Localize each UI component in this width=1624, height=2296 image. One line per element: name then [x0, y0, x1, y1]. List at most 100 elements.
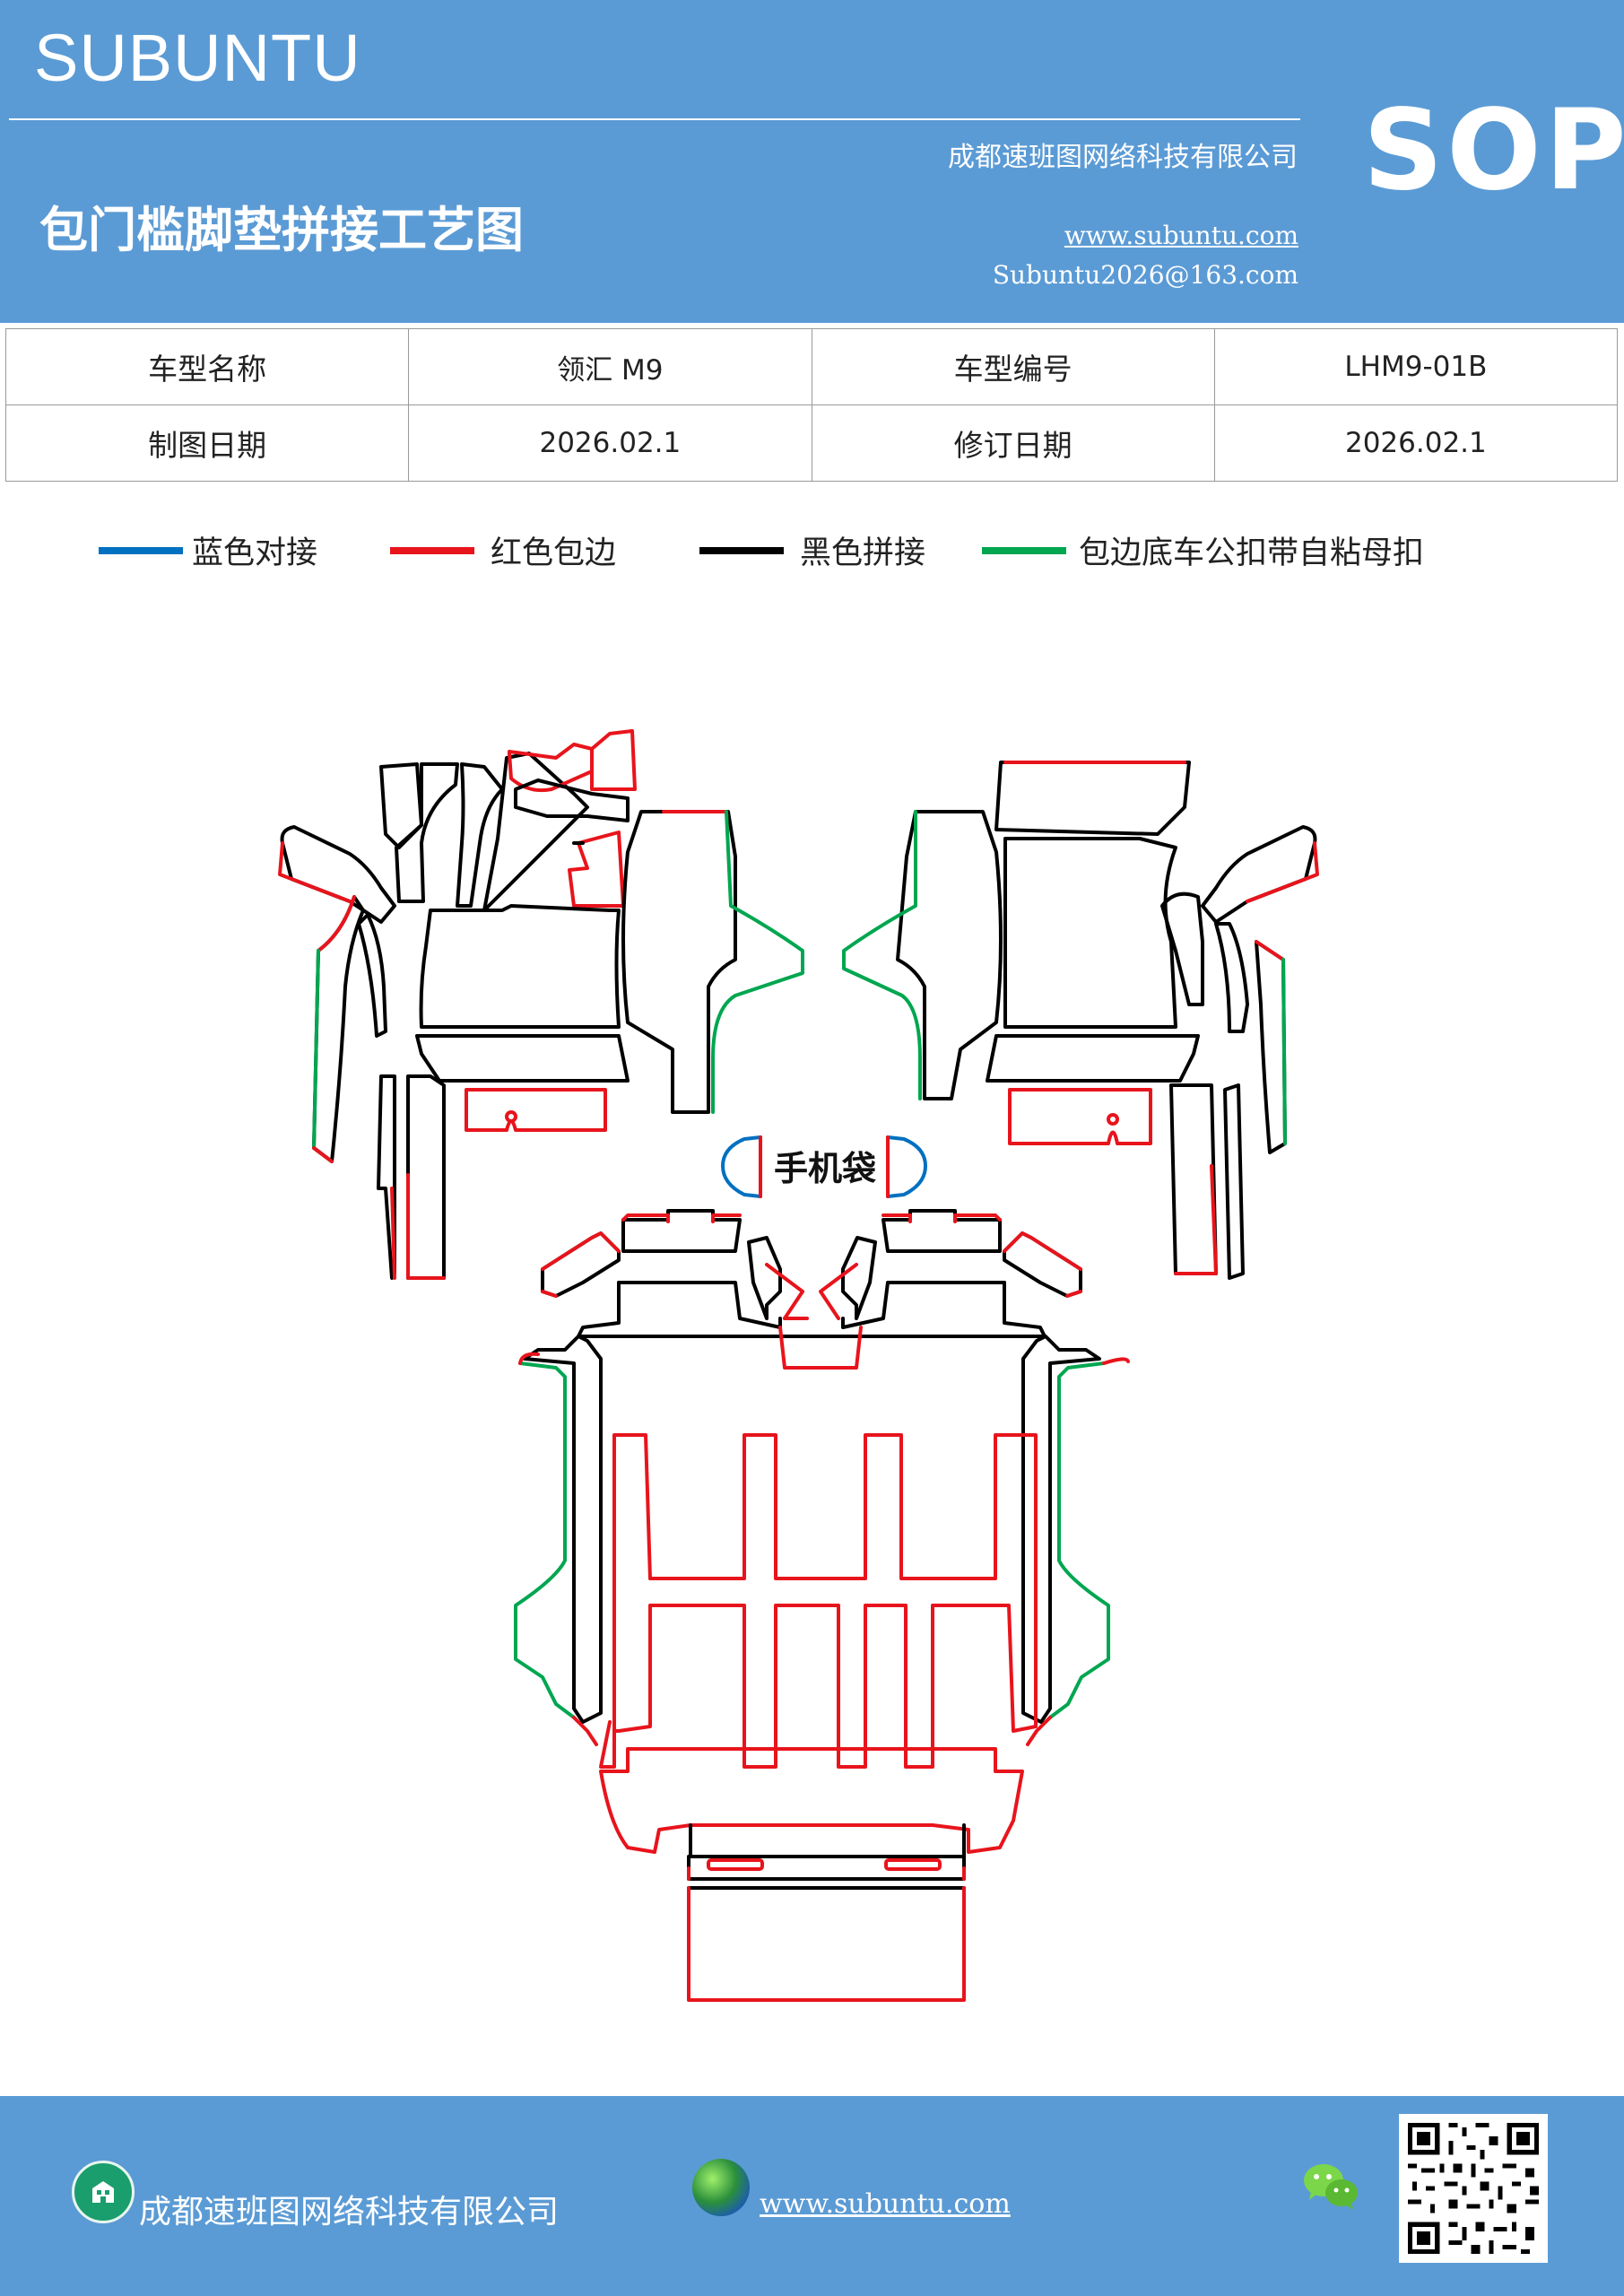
mat-piece — [1160, 891, 1204, 1006]
mat-piece — [1223, 1083, 1245, 1280]
mat-piece — [1174, 1164, 1218, 1275]
rear-mat-group — [514, 1209, 1130, 2002]
mat-piece — [689, 1823, 966, 1858]
mat-piece — [317, 895, 356, 952]
right-front-mat-group — [842, 761, 1319, 1280]
mat-piece — [577, 1281, 1046, 1338]
mat-piece — [395, 762, 459, 903]
mat-piece — [406, 1074, 446, 1280]
mat-piece — [590, 729, 637, 791]
footer-website-link[interactable]: www.subuntu.com — [760, 2188, 1011, 2220]
mat-piece — [377, 1074, 396, 1280]
mat-slot — [884, 1858, 942, 1871]
mat-piece — [599, 1720, 616, 1769]
mat-piece — [541, 1231, 621, 1298]
legend-item-red: 红色包边 — [390, 527, 616, 573]
mat-piece — [390, 1187, 396, 1280]
phone-bag-right-tab — [886, 1135, 927, 1198]
mat-piece — [508, 743, 594, 793]
mat-piece — [1201, 825, 1317, 924]
mat-piece — [278, 841, 352, 903]
mat-piece — [1169, 1083, 1218, 1275]
mat-piece — [1246, 841, 1319, 903]
mat-piece — [1255, 940, 1285, 961]
model-code-value: LHM9-01B — [1213, 328, 1619, 405]
mat-piece — [1003, 1231, 1082, 1298]
legend-item-green: 包边底车公扣带自粘母扣 — [982, 527, 1424, 573]
globe-icon — [692, 2159, 750, 2216]
mat-piece — [819, 1263, 858, 1320]
mat-piece — [541, 1231, 621, 1298]
mat-piece — [896, 810, 1003, 1100]
mat-slot — [707, 1858, 764, 1871]
mat-piece — [1026, 1357, 1130, 1746]
vehicle-info-table: 车型名称 领汇 M9 车型编号 LHM9-01B 制图日期 2026.02.1 … — [4, 328, 1619, 482]
phone-bag-label: 手机袋 — [774, 1149, 876, 1188]
mat-piece — [986, 1034, 1200, 1083]
mat-piece — [518, 1352, 598, 1746]
mat-piece — [687, 1886, 966, 2002]
mat-piece — [881, 1213, 1002, 1223]
mat-piece — [994, 761, 1191, 836]
mat-piece — [514, 1361, 576, 1719]
mat-piece — [841, 1281, 1006, 1329]
mat-piece — [1003, 837, 1177, 1029]
mat-piece — [312, 1146, 334, 1163]
mat-piece — [711, 810, 804, 1114]
phone-bag-left-tab — [721, 1135, 762, 1198]
legend-label: 蓝色对接 — [192, 535, 318, 571]
table-row: 制图日期 2026.02.1 修订日期 2026.02.1 — [4, 404, 1619, 482]
mat-piece — [514, 778, 630, 822]
qr-code[interactable] — [1399, 2114, 1548, 2263]
mat-piece — [1003, 1231, 1082, 1298]
legend-label: 包边底车公扣带自粘母扣 — [1079, 535, 1425, 571]
legend-swatch-red — [390, 546, 474, 554]
header-website-link[interactable]: www.subuntu.com — [1064, 221, 1298, 250]
header-company-name: 成都速班图网络科技有限公司 — [948, 142, 1298, 173]
mat-piece — [621, 1213, 742, 1223]
legend-swatch-blue — [99, 546, 183, 554]
model-name-value: 领汇 M9 — [408, 328, 812, 405]
mat-piece — [1281, 958, 1287, 1145]
page-title: 包门槛脚垫拼接工艺图 — [39, 202, 524, 258]
legend-item-blue: 蓝色对接 — [99, 527, 317, 573]
legend-swatch-black — [699, 546, 784, 554]
mat-piece — [568, 831, 625, 908]
table-row: 车型名称 领汇 M9 车型编号 LHM9-01B — [4, 328, 1619, 405]
wechat-icon[interactable] — [1300, 2159, 1363, 2213]
mat-piece — [842, 810, 922, 1100]
mat-piece — [312, 895, 365, 1163]
header-email[interactable]: Subuntu2026@163.com — [992, 260, 1298, 290]
mat-piece — [687, 1866, 966, 1881]
legend-item-black: 黑色拼接 — [699, 527, 925, 573]
brand-logo-text: SUBUNTU — [34, 21, 361, 95]
mat-piece — [379, 762, 423, 849]
model-code-label: 车型编号 — [811, 328, 1215, 405]
header-divider — [9, 118, 1300, 120]
mat-hook — [505, 1110, 517, 1123]
mat-piece — [357, 913, 387, 1038]
color-legend: 蓝色对接 红色包边 黑色拼接 包边底车公扣带自粘母扣 — [0, 527, 1624, 572]
mat-piece — [415, 1034, 630, 1083]
sop-badge: SOP — [1363, 86, 1624, 215]
mat-hook — [1107, 1113, 1119, 1126]
mat-piece — [841, 1236, 877, 1320]
revision-date-label: 修订日期 — [811, 404, 1215, 482]
mat-piece — [1021, 1335, 1101, 1724]
footer-banner: 成都速班图网络科技有限公司 www.subuntu.com — [0, 2096, 1624, 2296]
drawing-date-value: 2026.02.1 — [408, 404, 812, 482]
model-name-label: 车型名称 — [4, 328, 410, 405]
mat-piece — [456, 762, 504, 908]
mat-piece — [406, 1173, 446, 1280]
building-icon — [72, 2161, 135, 2223]
footer-company-name: 成都速班图网络科技有限公司 — [139, 2194, 560, 2231]
floor-mat-diagram: 手机袋 — [278, 729, 1319, 2002]
drawing-date-label: 制图日期 — [4, 404, 410, 482]
left-front-mat-group — [278, 729, 804, 1280]
mat-piece — [612, 1433, 1038, 1769]
mat-piece — [523, 1335, 603, 1724]
mat-piece — [747, 1236, 782, 1320]
mat-piece — [621, 809, 737, 1114]
mat-piece — [280, 825, 396, 924]
mat-piece — [778, 1326, 863, 1370]
